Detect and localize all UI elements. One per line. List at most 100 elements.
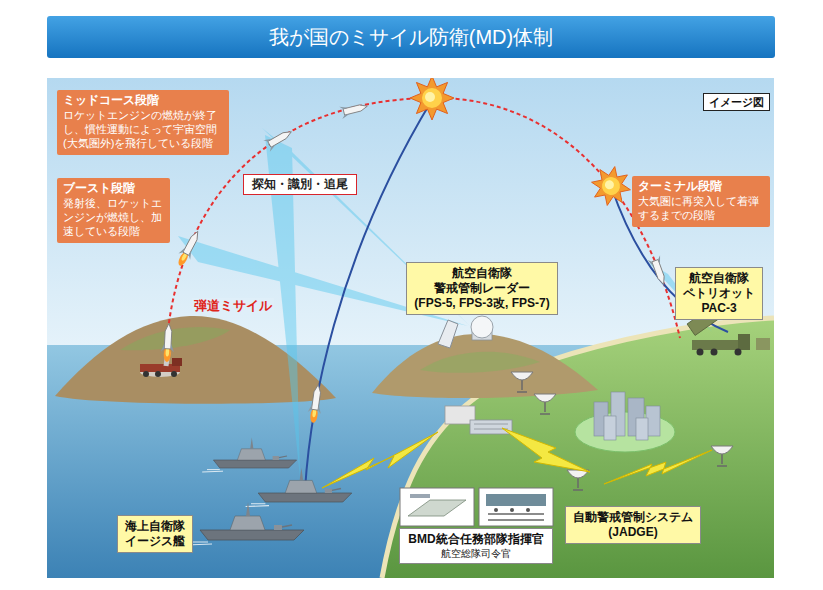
ship-icon [186,502,304,545]
missile-trajectory [165,98,680,372]
ship-icon [202,438,296,472]
command-room-image [488,514,544,520]
stage-callout: ミッドコース段階ロケットエンジンの燃焼が終了し、慣性運動によって宇宙空間(大気圏… [57,90,229,155]
antenna-dish [567,470,589,490]
box-text: イメージ図 [709,95,764,109]
patriot-launcher [711,349,718,356]
text-line: イージス艦 [125,534,185,549]
left-hill [120,327,230,350]
text-line: ターミナル段階 [638,179,764,194]
command-room-image [526,508,530,512]
city [636,418,648,440]
box-text: 航空自衛隊 警戒管制レーダー (FPS-5, FPS-3改, FPS-7) [414,266,549,311]
stage-body: 発射後、ロケットエンジンが燃焼し、加速している段階 [63,196,164,238]
text-line: 警戒管制レーダー [414,281,549,296]
explosion-icon [588,163,634,209]
text-line: 自動警戒管制システム [573,510,693,525]
text-line: ブースト段階 [63,181,164,196]
command-room-image [479,488,553,526]
missile-icon [263,126,294,152]
command-building [445,406,512,434]
radar-hill [372,334,598,398]
text-line: 探知・識別・追尾 [252,177,348,192]
text-line: 航空総隊司令官 [408,547,543,560]
radar-site [471,316,493,338]
datalink-bolt [604,450,712,484]
stage-body: 大気圏に再突入して着弾するまでの段階 [638,194,764,222]
ship-icon [186,438,352,545]
text-line: (FPS-5, FPS-3改, FPS-7) [414,296,549,311]
unit-box: 航空自衛隊 警戒管制レーダー (FPS-5, FPS-3改, FPS-7) [406,262,557,315]
text-line: 我が国のミサイル防衛(MD)体制 [269,26,553,48]
radar-site [438,316,493,348]
missile-icon [160,323,175,362]
title-bar: 我が国のミサイル防衛(MD)体制 [47,16,775,58]
text-line: 航空自衛隊 [414,266,549,281]
box-text: 探知・識別・追尾 [252,177,348,192]
antenna-dish [511,372,733,490]
stage-heading: ミッドコース段階 [63,93,223,108]
stage-heading: ターミナル段階 [638,179,764,194]
text-line: イメージ図 [709,95,764,109]
explosion-icon [410,78,454,120]
box-text: 航空総隊司令官 [408,547,543,560]
stage-callout: ブースト段階発射後、ロケットエンジンが燃焼し、加速している段階 [57,178,170,243]
patriot-launcher [738,334,750,350]
text-line: 大気圏に再突入して着弾するまでの段階 [638,194,764,222]
unit-box: 自動警戒管制システム (JADGE) [565,506,701,544]
box-text: 航空自衛隊 ペトリオット PAC-3 [683,271,755,316]
stage-callout: ターミナル段階大気圏に再突入して着弾するまでの段階 [632,176,770,227]
text-line: 発射後、ロケットエンジンが燃焼し、加速している段階 [63,196,164,238]
image-tag: イメージ図 [703,93,770,111]
command-room-image [494,508,498,512]
missile-icon [174,228,204,268]
patriot-launcher [692,340,742,350]
patriot-launcher [697,349,704,356]
command-room-image [400,488,553,526]
antenna-dish [711,446,733,466]
radar-hill [372,334,598,398]
city [604,416,616,440]
text-line: ペトリオット [683,286,755,301]
command-room-image [486,494,546,506]
ship-icon [246,468,352,507]
launcher-truck [140,352,182,377]
unit-box: 航空自衛隊 ペトリオット PAC-3 [675,267,763,320]
antenna-dish [534,394,556,414]
explosion-icon [410,78,634,209]
box-text: 自動警戒管制システム (JADGE) [573,510,693,540]
launcher-truck [172,358,182,366]
patriot-launcher [735,349,742,356]
radar-site [438,320,458,348]
stage-body: ロケットエンジンの燃焼が終了し、慣性運動によって宇宙空間(大気圏外)を飛行してい… [63,108,223,150]
text-line: 海上自衛隊 [125,519,185,534]
command-room-image [410,494,430,498]
launcher-truck [171,371,177,377]
text-line: ミッドコース段階 [63,93,223,108]
datalink-bolt [502,428,590,472]
tracking-label: 探知・識別・追尾 [243,174,357,195]
stage-heading: ブースト段階 [63,181,164,196]
missile-label: 弾道ミサイル [192,298,274,314]
radar-hill [420,352,540,373]
scene [47,78,774,578]
city [575,392,675,452]
launcher-truck [143,371,149,377]
text-line: BMD統合任務部隊指揮官 [408,532,543,547]
missile-icon [648,255,670,286]
antenna-dish [511,372,533,392]
missile-icon [339,100,369,119]
box-text: BMD統合任務部隊指揮官 [408,532,543,547]
text-line: 弾道ミサイル [194,298,272,313]
command-room-image [408,500,466,516]
command-room-image [400,488,474,526]
command-box: BMD統合任務部隊指揮官航空総隊司令官 [399,528,552,564]
launcher-truck [155,371,161,377]
sky [47,78,774,578]
text-line: (JADGE) [573,525,693,540]
text-line: ロケットエンジンの燃焼が終了し、慣性運動によって宇宙空間(大気圏外)を飛行してい… [63,108,223,150]
command-building [470,420,512,434]
